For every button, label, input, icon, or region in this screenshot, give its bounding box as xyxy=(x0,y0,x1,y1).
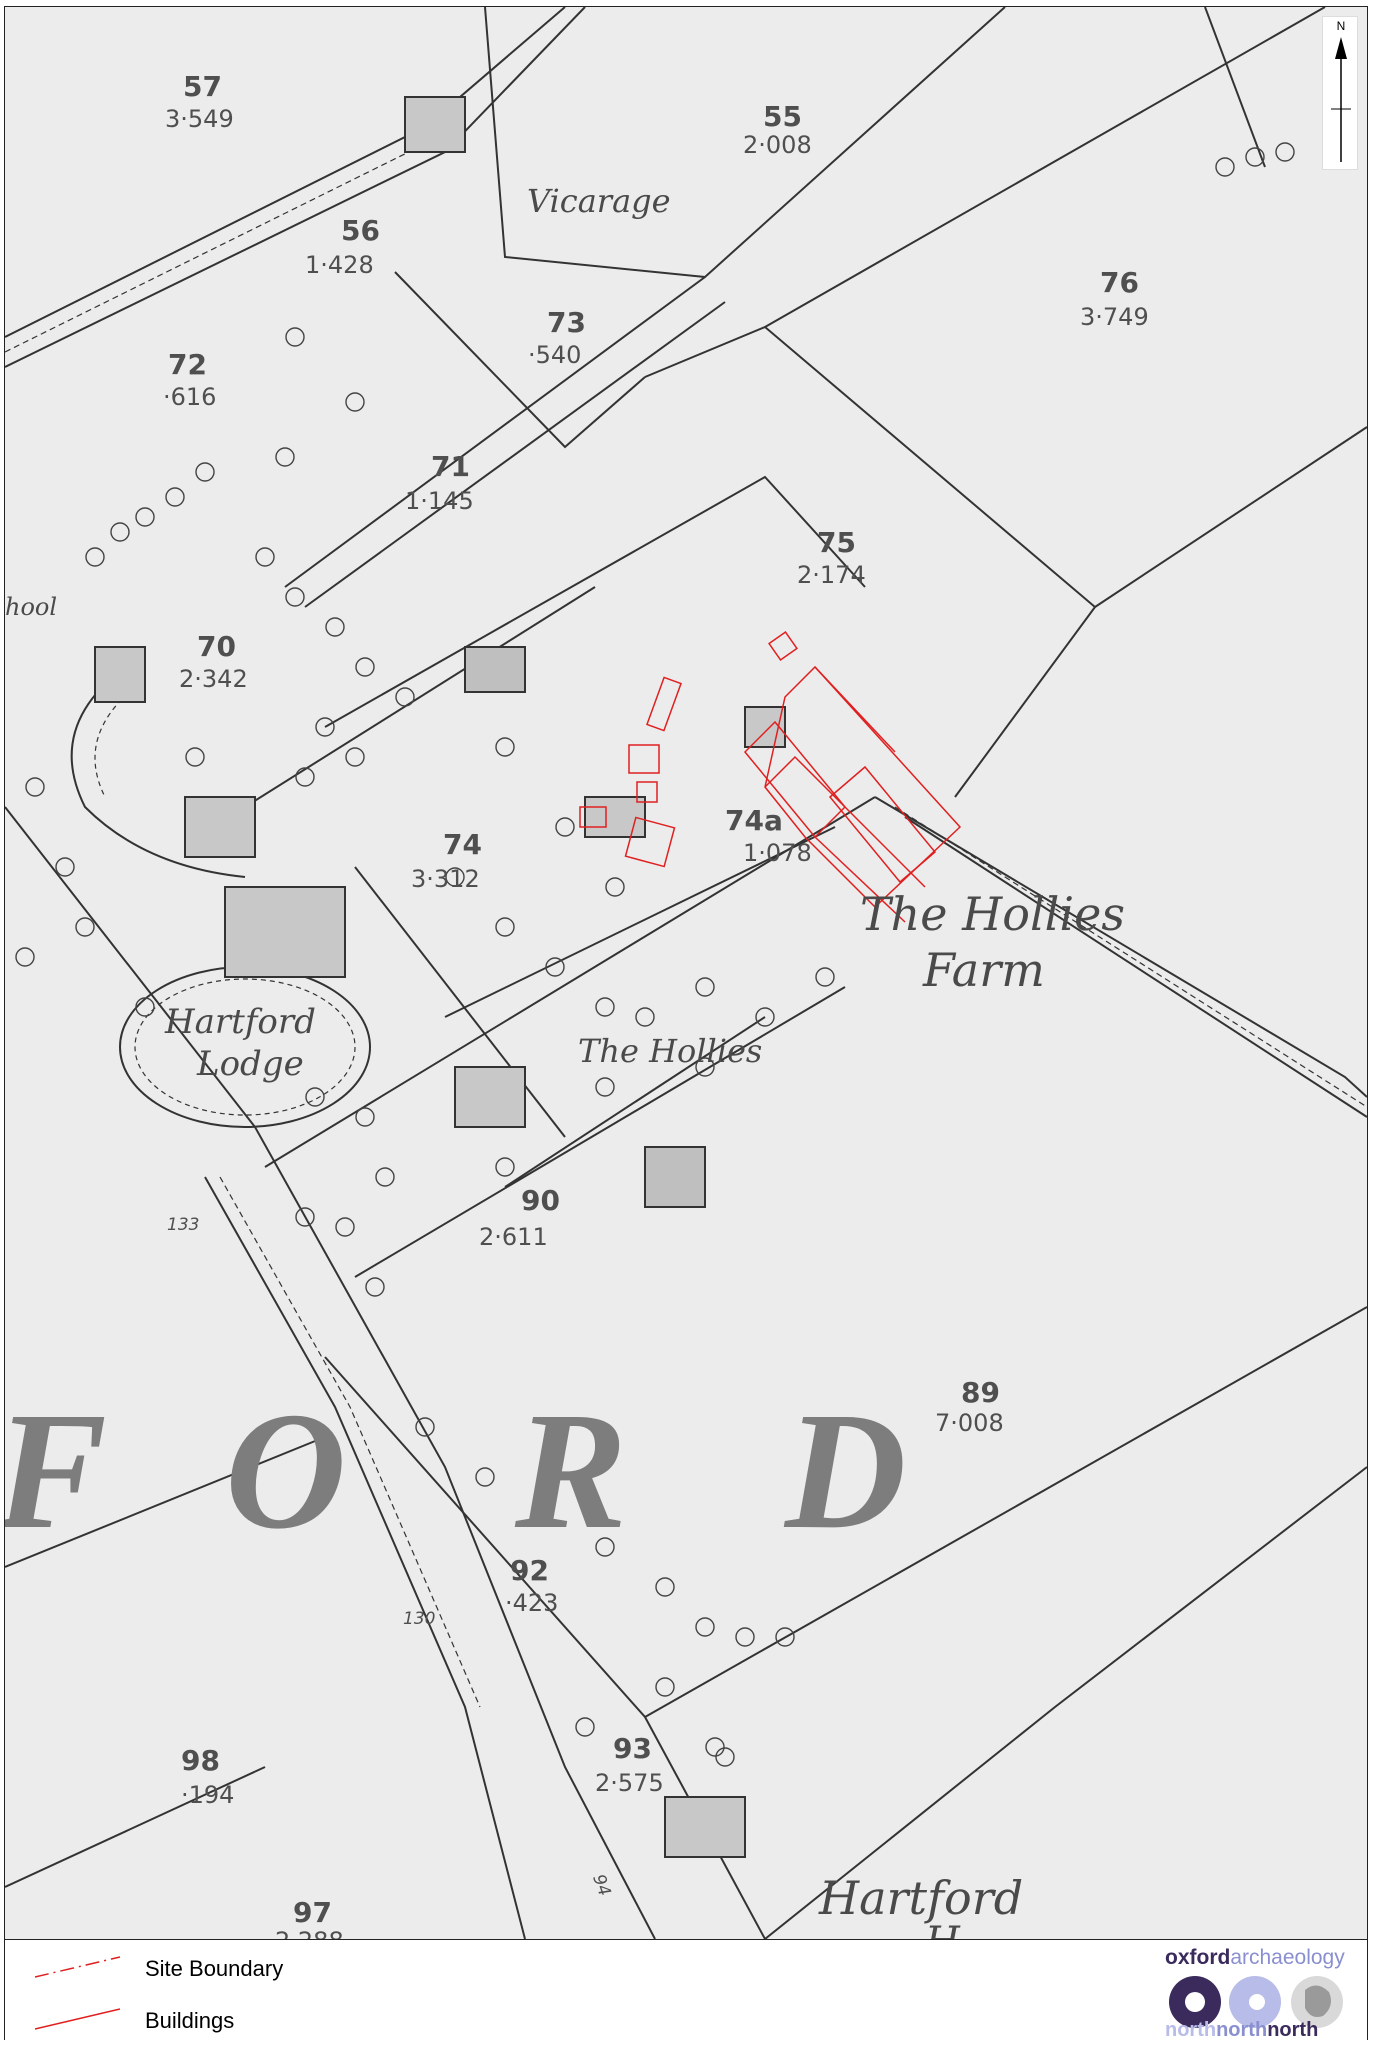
north-arrow-icon xyxy=(1331,37,1351,162)
parcel-number: 98 xyxy=(181,1744,220,1777)
parcel-number: 90 xyxy=(521,1184,560,1217)
spot-height: 133 xyxy=(167,1215,200,1235)
logo-footer: northnorthnorth xyxy=(1165,2020,1319,2038)
parcel-area: 1·428 xyxy=(305,251,374,279)
map-canvas[interactable]: 57 3·549 55 2·008 56 1·428 76 3·749 73 ·… xyxy=(5,7,1367,1939)
site-boundary-symbol xyxy=(34,1956,121,1978)
ford-letter: R xyxy=(515,1378,628,1564)
parcel-number: 55 xyxy=(763,100,802,133)
parcel-number: 73 xyxy=(547,306,586,339)
parcel-area: 2·575 xyxy=(595,1769,664,1797)
parcel-number: 74 xyxy=(443,828,482,861)
ford-letter: D xyxy=(785,1378,907,1564)
place-name-vicarage: Vicarage xyxy=(527,182,671,220)
parcel-number: 97 xyxy=(293,1896,332,1929)
parcel-area: 3·749 xyxy=(1080,303,1149,331)
place-name-hartford-hall: Hartford xyxy=(819,1871,1024,1925)
north-arrow: N xyxy=(1322,16,1358,170)
parcel-area: 1·145 xyxy=(405,487,474,515)
parcel-number: 74a xyxy=(725,804,783,837)
ford-letter: O xyxy=(225,1378,347,1564)
place-name-hollies-farm: The Hollies xyxy=(860,887,1125,941)
parcel-number: 89 xyxy=(961,1376,1000,1409)
parcel-area: 3·312 xyxy=(411,865,480,893)
legend-buildings: Buildings xyxy=(145,2008,235,2033)
parcel-area: 2·288 xyxy=(275,1929,344,1939)
legend-site-boundary: Site Boundary xyxy=(145,1956,284,1981)
parcel-number: 76 xyxy=(1100,266,1139,299)
place-name-hollies-farm: Farm xyxy=(923,943,1045,997)
place-name-hartford-hall: H xyxy=(925,1922,960,1939)
place-name-hartford-lodge: Lodge xyxy=(197,1044,304,1084)
parcel-area: ·423 xyxy=(505,1589,559,1617)
logo-mark-icon xyxy=(1169,1976,1343,2028)
parcel-area: 2·174 xyxy=(797,561,866,589)
parcel-area: ·540 xyxy=(528,341,582,369)
parcel-number: 92 xyxy=(510,1554,549,1587)
north-label: N xyxy=(1336,19,1346,33)
parcel-number: 57 xyxy=(183,70,222,103)
parcel-area: 1·078 xyxy=(743,839,812,867)
parcel-area: 2·611 xyxy=(479,1223,548,1251)
parcel-area: ·616 xyxy=(163,383,217,411)
parcel-number: 71 xyxy=(431,450,470,483)
parcel-number: 93 xyxy=(613,1732,652,1765)
logo-text: oxfordarchaeology xyxy=(1165,1946,1345,1969)
spot-height: 130 xyxy=(403,1609,436,1629)
parcel-number: 56 xyxy=(341,214,380,247)
map-linework xyxy=(5,7,1367,1939)
parcel-area: ·194 xyxy=(181,1781,235,1809)
parcel-area: 3·549 xyxy=(165,105,234,133)
parcel-number: 72 xyxy=(168,348,207,381)
legend: Site Boundary Buildings oxfordarchaeolog… xyxy=(5,1939,1367,2040)
parcel-area: 2·342 xyxy=(179,665,248,693)
parcel-number: 75 xyxy=(817,526,856,559)
place-name-hartford-lodge: Hartford xyxy=(165,1002,316,1042)
place-name-the-hollies: The Hollies xyxy=(578,1032,763,1070)
ford-letter: F xyxy=(5,1378,108,1564)
parcel-number: 70 xyxy=(197,630,236,663)
buildings-symbol xyxy=(34,2008,121,2030)
parcel-area: 2·008 xyxy=(743,131,812,159)
place-name-school: hool xyxy=(5,593,58,621)
oxford-archaeology-logo: oxfordarchaeology northnorthnorth xyxy=(1165,1946,1365,2038)
parcel-area: 7·008 xyxy=(935,1409,1004,1437)
